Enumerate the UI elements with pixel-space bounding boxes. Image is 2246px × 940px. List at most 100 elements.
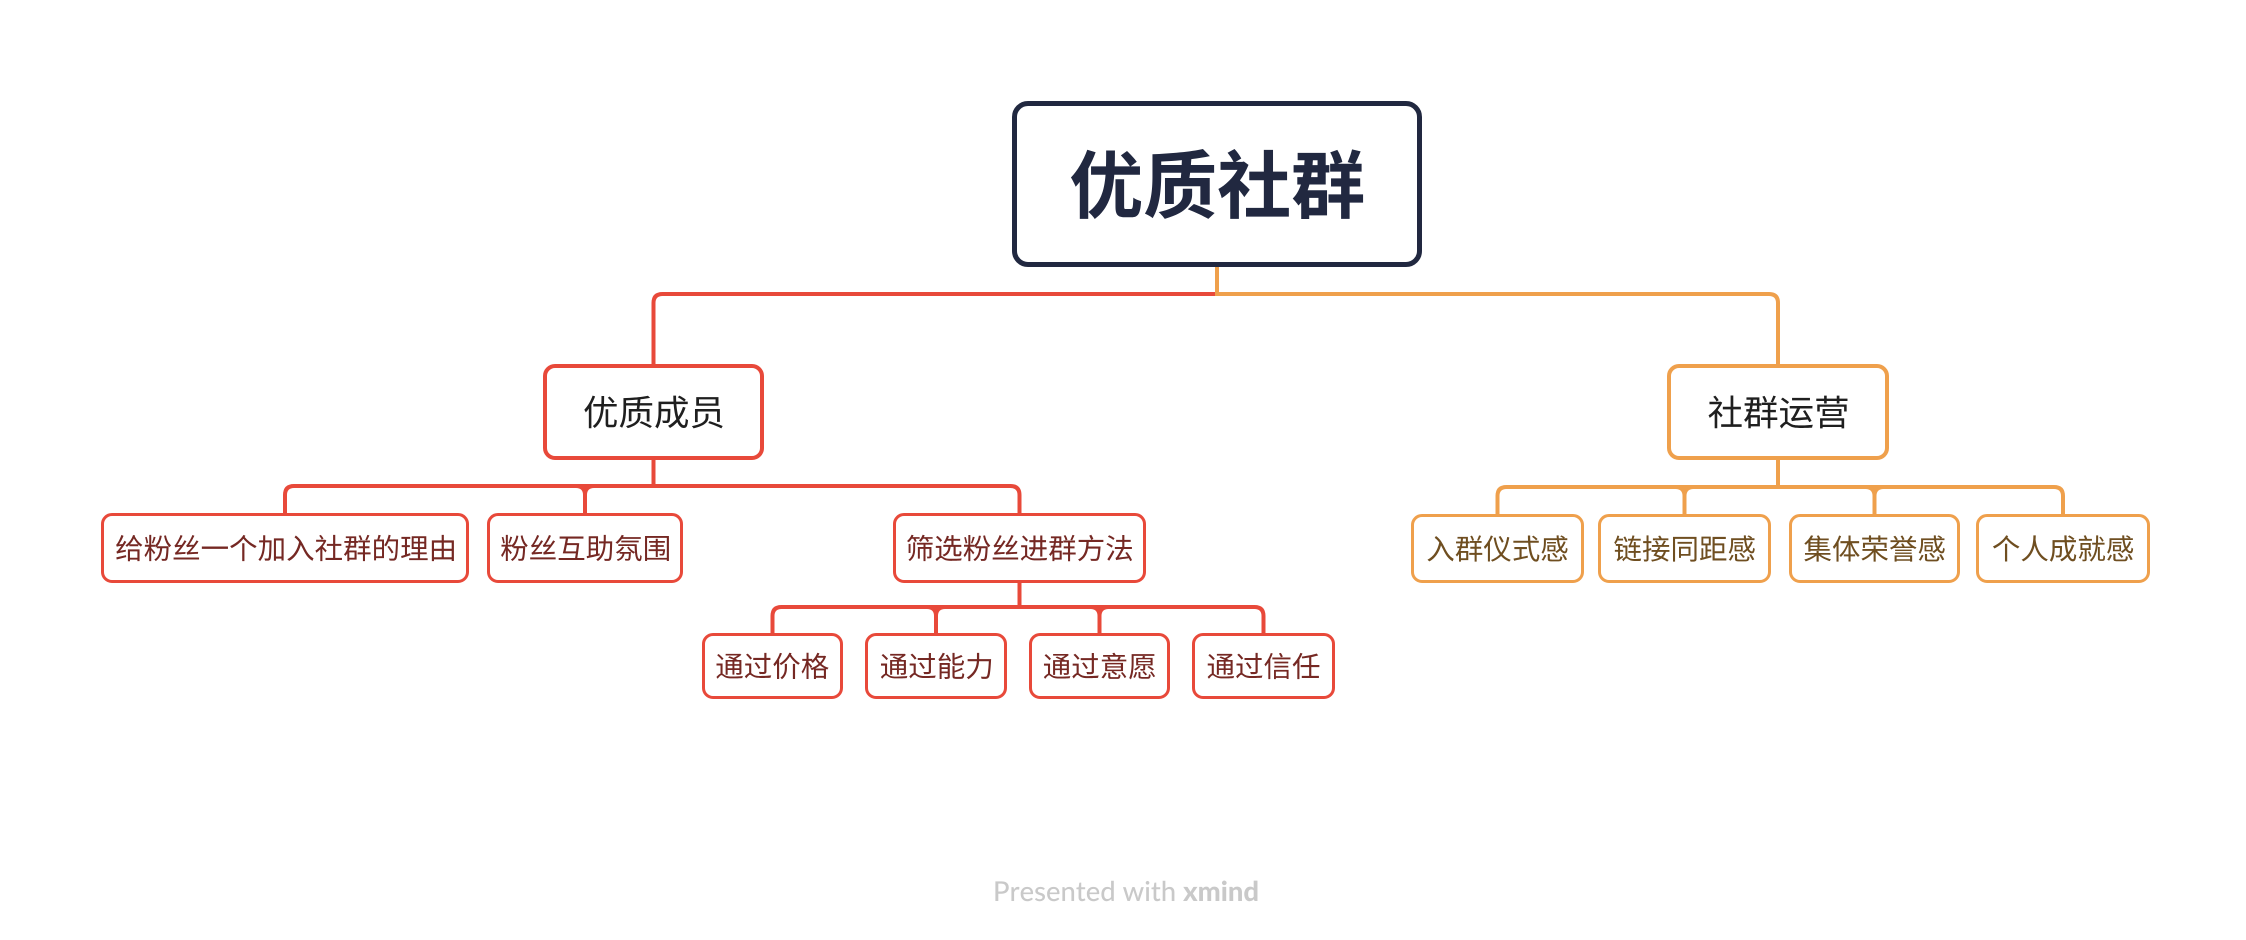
glyph-path: [115, 534, 142, 561]
subtopic-1-2[interactable]: 集体荣誉感: [1789, 514, 1960, 583]
glyph-path: [314, 534, 342, 561]
glyph-path: [1642, 534, 1669, 562]
topic-label-glyphs: [715, 652, 829, 679]
glyph-path: [1144, 148, 1215, 219]
glyph-path: [1455, 534, 1482, 562]
topic-label-glyphs: [584, 395, 723, 429]
glyph-path: [1860, 534, 1888, 562]
glyph-path: [1512, 535, 1539, 562]
topic-label-glyphs: [1803, 534, 1945, 562]
glyph-path: [1803, 534, 1831, 562]
glyph-path: [1889, 534, 1917, 562]
glyph-path: [1235, 652, 1262, 678]
topic-label-glyphs: [500, 534, 669, 561]
subtopic-1-0[interactable]: 入群仪式感: [1411, 514, 1584, 583]
topic-label-glyphs: [1043, 652, 1155, 679]
glyph-path: [1218, 149, 1289, 219]
glyph-path: [1672, 536, 1697, 562]
subtopic-1-1[interactable]: 链接同距感: [1598, 514, 1771, 583]
glyph-path: [173, 534, 199, 559]
subtopic-0-2-0[interactable]: 通过价格: [702, 633, 843, 699]
glyph-path: [1699, 536, 1726, 560]
glyph-path: [229, 534, 257, 561]
glyph-path: [644, 535, 669, 561]
connector-path: [651, 292, 1217, 364]
glyph-path: [1426, 535, 1454, 561]
glyph-path: [1020, 535, 1047, 561]
topic-label-glyphs: [115, 534, 454, 561]
main-topic-0[interactable]: 优质成员: [543, 364, 764, 460]
glyph-path: [1816, 395, 1848, 429]
glyph-path: [257, 534, 284, 561]
glyph-path: [934, 534, 962, 561]
connector-path: [926, 605, 946, 633]
glyph-path: [1071, 652, 1099, 679]
glyph-path: [286, 534, 314, 561]
subtopic-1-3[interactable]: 个人成就感: [1976, 514, 2150, 583]
glyph-path: [1207, 653, 1234, 679]
glyph-path: [2106, 534, 2133, 561]
glyph-path: [1048, 534, 1076, 561]
topic-label-glyphs: [1207, 652, 1319, 679]
glyph-path: [880, 653, 907, 679]
glyph-path: [966, 652, 991, 679]
glyph-path: [431, 534, 454, 561]
subtopic-0-0[interactable]: 给粉丝一个加入社群的理由: [101, 513, 469, 583]
glyph-path: [143, 534, 171, 561]
glyph-path: [1728, 534, 1755, 561]
subtopic-0-1[interactable]: 粉丝互助氛围: [487, 513, 683, 583]
connector-path: [1217, 292, 1780, 364]
glyph-path: [343, 534, 371, 561]
glyph-path: [1128, 653, 1155, 679]
glyph-path: [1832, 535, 1860, 562]
glyph-path: [1779, 397, 1813, 429]
glyph-path: [500, 534, 528, 561]
glyph-path: [614, 534, 642, 561]
glyph-path: [801, 652, 829, 679]
glyph-path: [1744, 395, 1778, 429]
glyph-path: [1541, 534, 1568, 561]
topic-label-glyphs: [1426, 534, 1568, 562]
connector-path: [1090, 605, 1109, 633]
glyph-path: [772, 652, 800, 679]
glyph-path: [529, 534, 556, 559]
glyph-path: [373, 534, 398, 561]
glyph-path: [1292, 149, 1364, 219]
glyph-path: [2078, 534, 2105, 562]
glyph-path: [1918, 534, 1945, 561]
glyph-path: [586, 534, 612, 561]
glyph-path: [1613, 534, 1641, 561]
glyph-path: [906, 534, 933, 561]
connector-path: [1675, 485, 1694, 514]
subtopic-0-2-3[interactable]: 通过信任: [1192, 633, 1335, 699]
connector-path: [1495, 485, 2065, 514]
glyph-path: [1105, 534, 1132, 561]
central-topic[interactable]: 优质社群: [1012, 101, 1422, 267]
glyph-path: [2021, 534, 2048, 561]
glyph-path: [655, 395, 689, 429]
connector-path: [575, 484, 595, 513]
connector-path: [283, 484, 1022, 513]
main-topic-1[interactable]: 社群运营: [1667, 364, 1889, 460]
glyph-path: [201, 546, 228, 549]
glyph-path: [715, 653, 743, 679]
glyph-path: [1483, 535, 1511, 562]
subtopic-0-2[interactable]: 筛选粉丝进群方法: [893, 513, 1146, 583]
topic-label-glyphs: [880, 652, 991, 679]
glyph-path: [1070, 149, 1142, 220]
glyph-path: [908, 652, 936, 678]
glyph-path: [992, 534, 1018, 560]
topic-label-glyphs: [906, 534, 1132, 561]
glyph-path: [558, 535, 584, 560]
glyph-path: [584, 395, 617, 429]
topic-label-glyphs: [1613, 534, 1755, 562]
connector-path: [1865, 485, 1884, 514]
subtopic-0-2-2[interactable]: 通过意愿: [1029, 633, 1170, 699]
glyph-path: [619, 395, 653, 429]
glyph-path: [1708, 395, 1742, 429]
glyph-path: [1077, 534, 1103, 561]
topic-label-glyphs: [1070, 148, 1364, 220]
subtopic-0-2-1[interactable]: 通过能力: [865, 633, 1007, 699]
